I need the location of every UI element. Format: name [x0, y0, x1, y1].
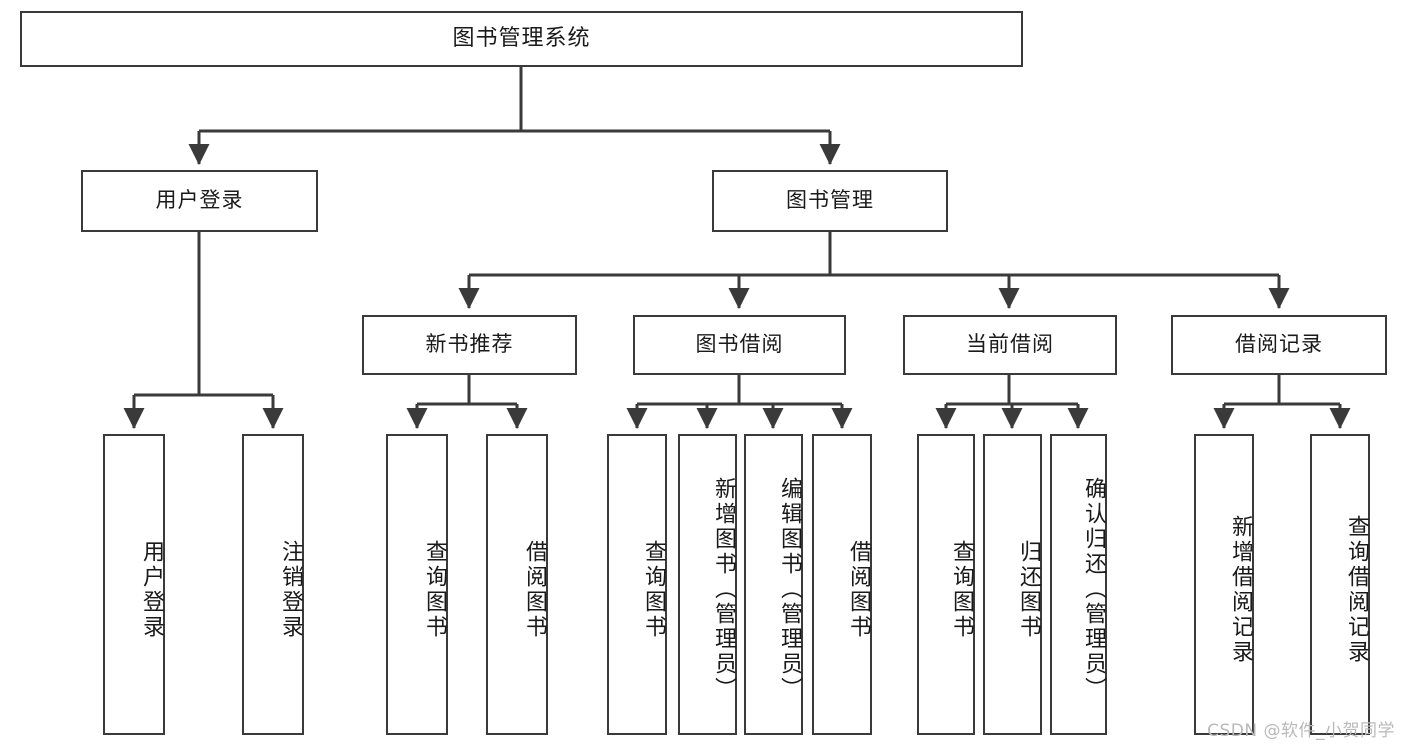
node-root-label: 图书管理系统: [452, 25, 591, 51]
node-leaf-logout-login[interactable]: 注销登录: [242, 434, 304, 735]
node-leaf-query-borrow-record[interactable]: 查询借阅记录: [1310, 434, 1370, 735]
node-current-borrow-label: 当前借阅: [966, 332, 1054, 357]
node-current-borrow[interactable]: 当前借阅: [903, 315, 1117, 375]
node-leaf-borrow-book-rec[interactable]: 借阅图书: [486, 434, 548, 735]
node-leaf-confirm-return-label: 确认归还（管理员）: [1081, 477, 1106, 702]
node-leaf-add-book[interactable]: 新增图书（管理员）: [678, 434, 737, 735]
node-leaf-query-book-rec-label: 查询图书: [422, 539, 447, 640]
node-borrow-record[interactable]: 借阅记录: [1171, 315, 1387, 375]
node-leaf-return-book[interactable]: 归还图书: [983, 434, 1042, 735]
node-leaf-logout-login-label: 注销登录: [278, 539, 303, 640]
node-leaf-query-book-rec[interactable]: 查询图书: [386, 434, 448, 735]
node-leaf-user-login[interactable]: 用户登录: [103, 434, 165, 735]
node-book-manage[interactable]: 图书管理: [712, 170, 948, 232]
node-user-login-label: 用户登录: [155, 188, 244, 213]
node-user-login[interactable]: 用户登录: [81, 170, 318, 232]
node-leaf-query-book-cur-label: 查询图书: [949, 539, 974, 640]
node-leaf-add-book-label: 新增图书（管理员）: [711, 477, 736, 702]
node-root[interactable]: 图书管理系统: [20, 11, 1023, 67]
node-leaf-query-book-borrow-label: 查询图书: [641, 539, 666, 640]
node-new-book-rec[interactable]: 新书推荐: [362, 315, 577, 375]
node-leaf-user-login-label: 用户登录: [139, 539, 164, 640]
node-leaf-confirm-return[interactable]: 确认归还（管理员）: [1050, 434, 1107, 735]
node-leaf-add-borrow-record-label: 新增借阅记录: [1228, 514, 1253, 665]
node-leaf-borrow-book-label: 借阅图书: [846, 539, 871, 640]
node-leaf-query-book-borrow[interactable]: 查询图书: [607, 434, 667, 735]
node-leaf-return-book-label: 归还图书: [1016, 539, 1041, 640]
node-leaf-borrow-book[interactable]: 借阅图书: [812, 434, 872, 735]
node-leaf-edit-book[interactable]: 编辑图书（管理员）: [744, 434, 803, 735]
node-book-borrow[interactable]: 图书借阅: [633, 315, 846, 375]
node-book-borrow-label: 图书借阅: [695, 332, 784, 357]
node-book-manage-label: 图书管理: [786, 188, 874, 213]
node-new-book-rec-label: 新书推荐: [425, 332, 514, 357]
node-borrow-record-label: 借阅记录: [1235, 332, 1323, 357]
node-leaf-query-borrow-record-label: 查询借阅记录: [1344, 514, 1369, 665]
node-leaf-borrow-book-rec-label: 借阅图书: [522, 539, 547, 640]
node-leaf-edit-book-label: 编辑图书（管理员）: [777, 477, 802, 702]
node-leaf-query-book-cur[interactable]: 查询图书: [917, 434, 975, 735]
node-leaf-add-borrow-record[interactable]: 新增借阅记录: [1194, 434, 1254, 735]
